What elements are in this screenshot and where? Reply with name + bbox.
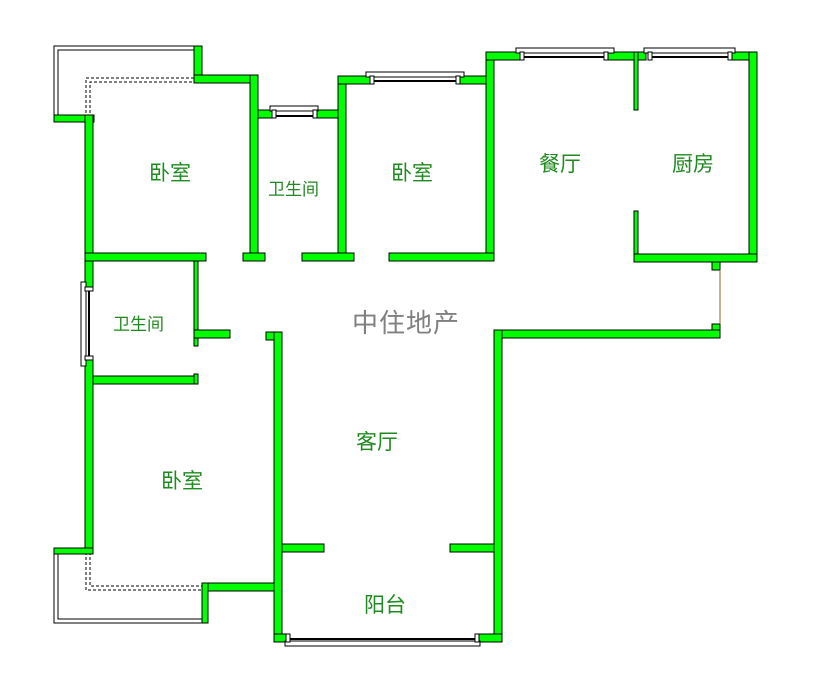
window-bath-north (269, 105, 319, 119)
bay-window-sw (53, 552, 204, 624)
room-label-bathroom-west: 卫生间 (113, 315, 164, 335)
room-label-balcony: 阳台 (364, 593, 406, 617)
window-balcony (284, 633, 481, 647)
room-label-living: 客厅 (356, 430, 398, 454)
window-bath-west (80, 281, 94, 367)
brand-watermark: 中住地产 (352, 309, 461, 339)
window-kitchen (643, 47, 736, 61)
walls (53, 45, 758, 643)
room-label-bathroom-north: 卫生间 (268, 180, 319, 200)
window-dining (515, 47, 615, 61)
window-bedroom-north (365, 71, 465, 85)
room-label-bedroom-north: 卧室 (391, 161, 433, 185)
room-label-dining: 餐厅 (539, 152, 581, 176)
room-label-bedroom-sw: 卧室 (161, 469, 203, 493)
bay-window-nw (53, 45, 196, 118)
room-label-bedroom-nw: 卧室 (149, 161, 191, 185)
room-label-kitchen: 厨房 (672, 152, 714, 176)
